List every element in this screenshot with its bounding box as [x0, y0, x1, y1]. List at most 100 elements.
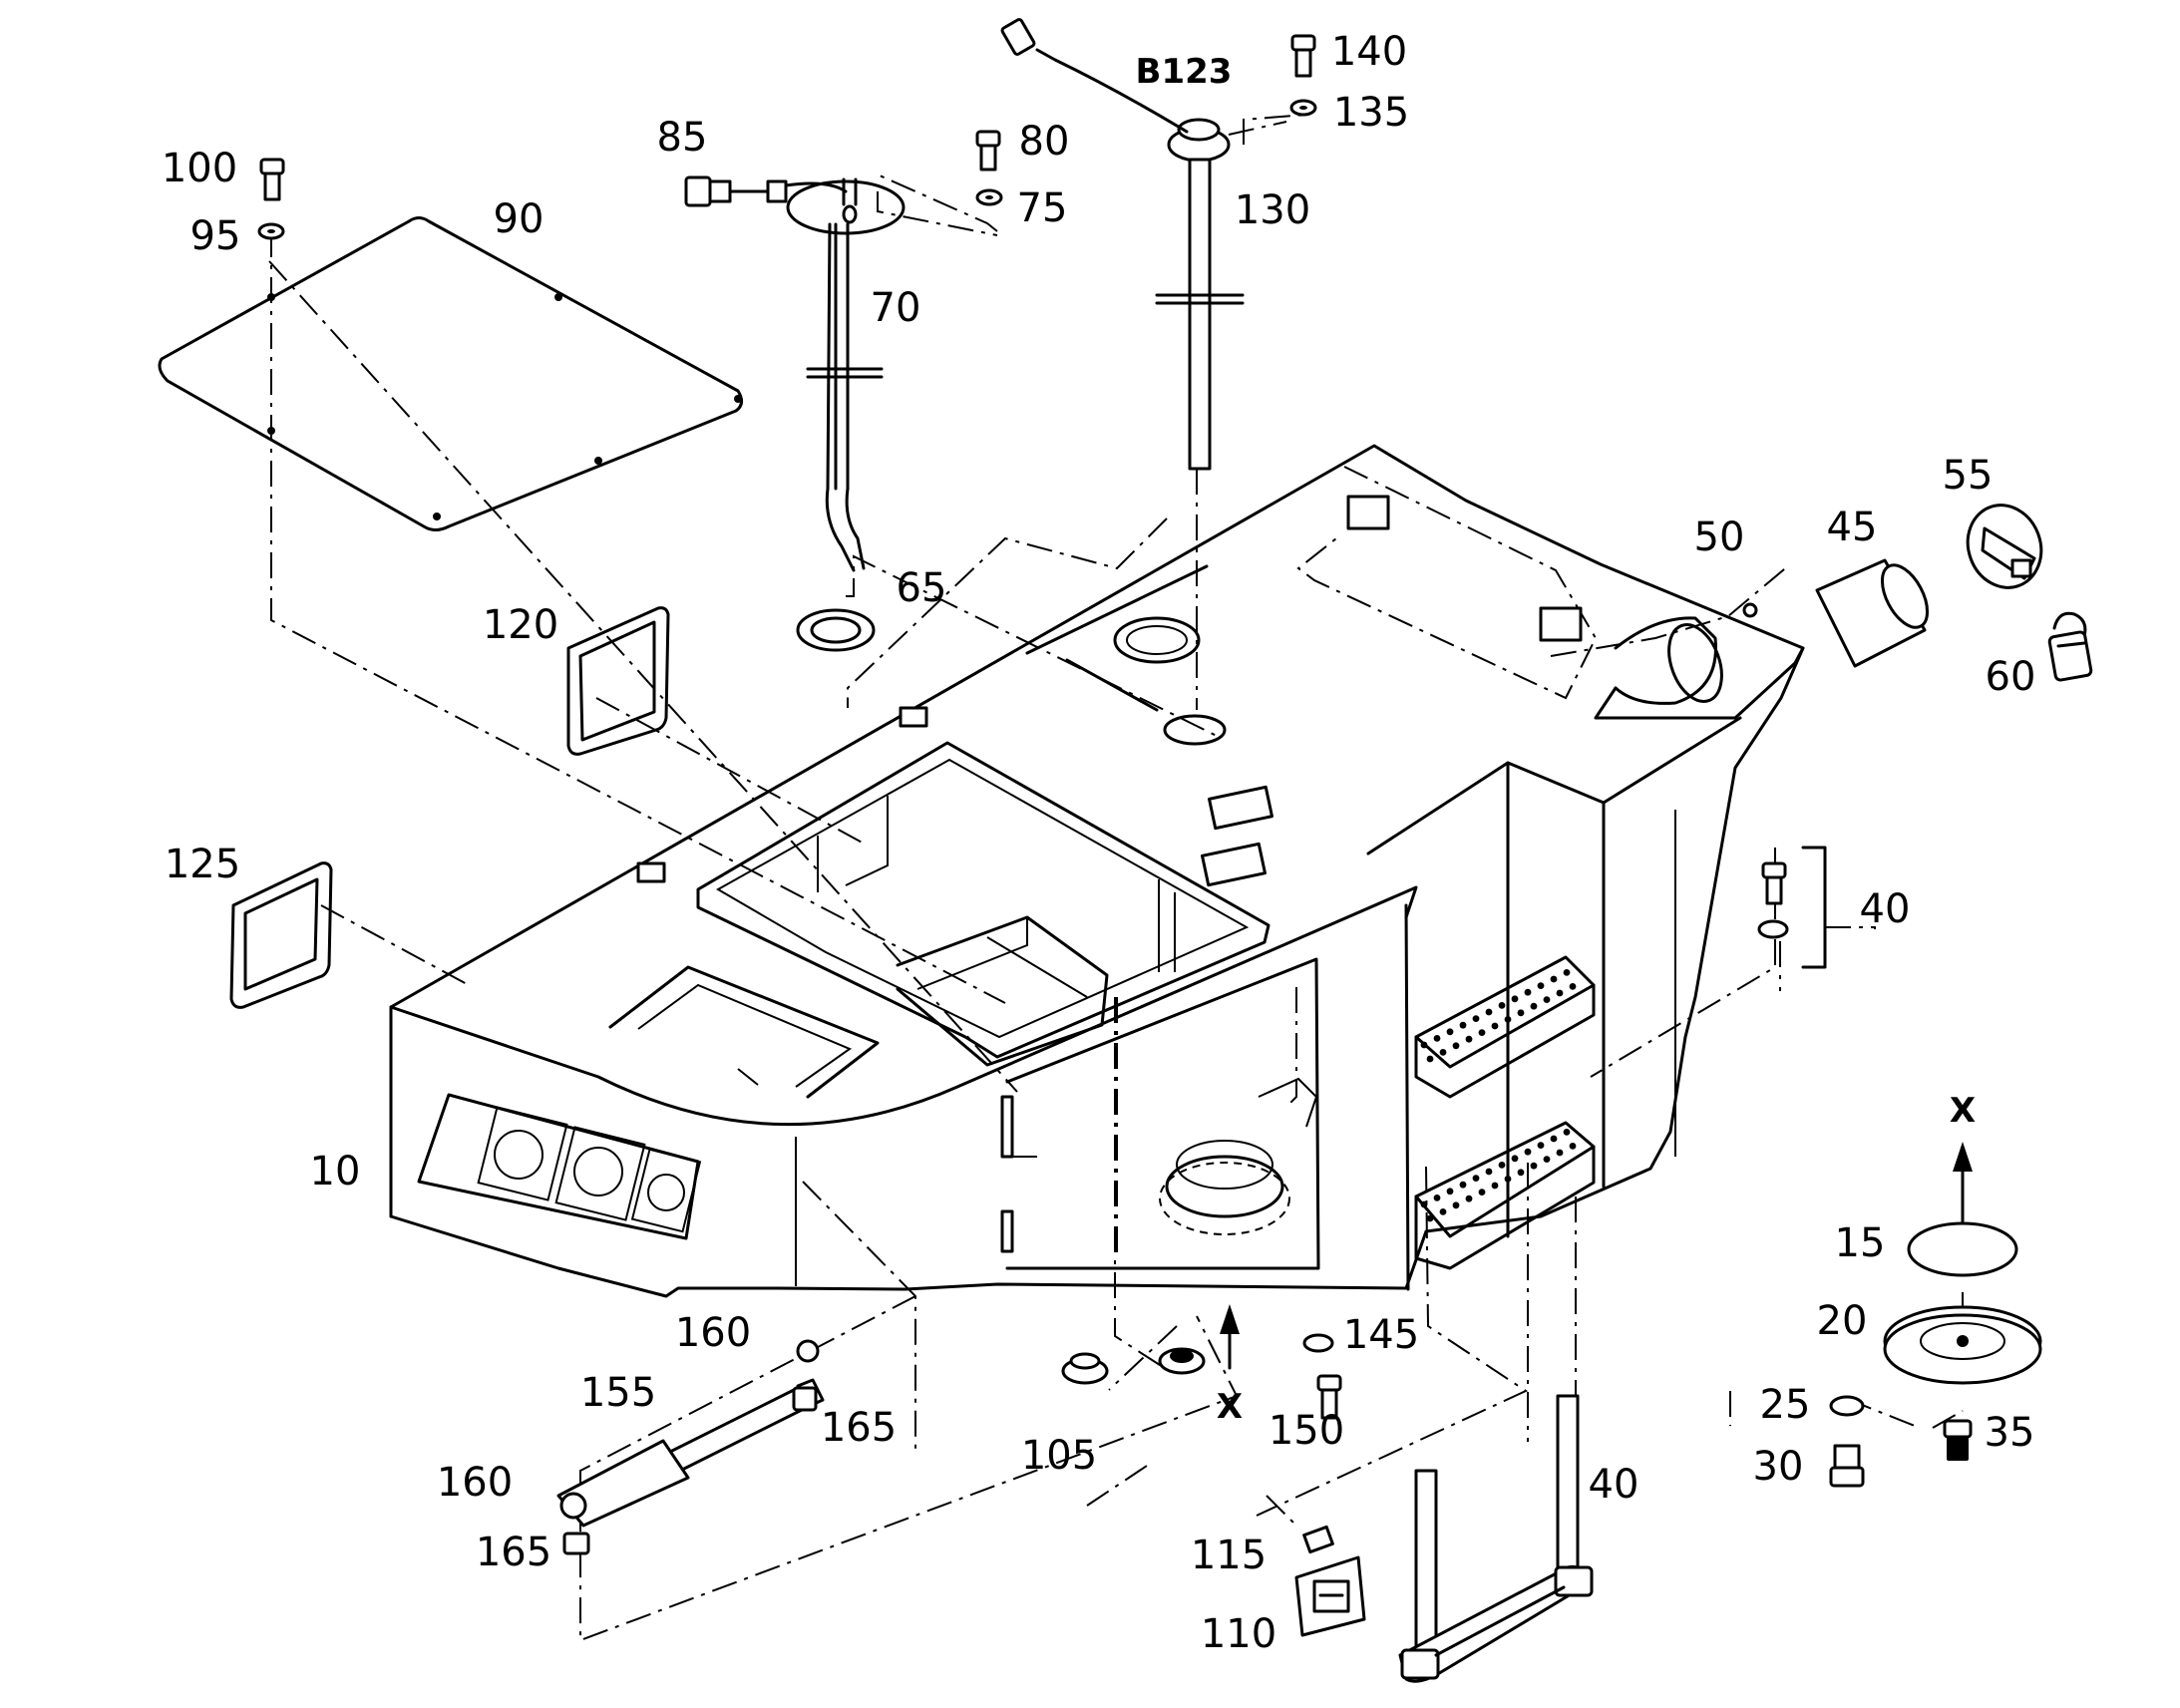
perforation-dot — [1524, 988, 1532, 996]
label-b123: B123 — [1136, 52, 1233, 92]
perforation-dot — [1550, 1135, 1558, 1143]
perforation-dot — [1426, 1055, 1434, 1063]
perforation-dot — [1517, 1009, 1525, 1017]
cap-55 — [1966, 504, 2043, 589]
label-135: 135 — [1333, 90, 1409, 136]
label-75: 75 — [1017, 185, 1068, 231]
o-ring-15 — [1907, 1221, 2018, 1277]
label-150: 150 — [1269, 1408, 1344, 1454]
eye-end-160 — [559, 1339, 820, 1520]
bolt-80 — [975, 130, 1001, 171]
perforation-dot — [1439, 1049, 1447, 1056]
perforation-dot — [1446, 1188, 1454, 1196]
label-110: 110 — [1201, 1611, 1276, 1657]
label-45: 45 — [1827, 505, 1878, 550]
perforation-dot — [1498, 1162, 1506, 1169]
perforation-dot — [1420, 1200, 1428, 1208]
washer-95 — [257, 222, 285, 240]
perforation-dot — [1472, 1175, 1480, 1182]
perforation-dot — [1452, 1201, 1460, 1209]
grommets-105 — [1061, 1347, 1206, 1385]
perforation-dot — [1569, 1143, 1577, 1150]
label-140: 140 — [1331, 29, 1407, 75]
perforation-dot — [1426, 1214, 1434, 1222]
bolt-40 — [1757, 846, 1827, 969]
strainer-45 — [1815, 558, 1930, 668]
label-10: 10 — [310, 1149, 361, 1195]
main-housing — [389, 444, 1805, 1298]
perforation-dot — [1530, 1002, 1538, 1010]
label-155: 155 — [580, 1370, 656, 1416]
bolt-140 — [1290, 34, 1316, 78]
perforation-dot — [1420, 1041, 1428, 1049]
pickup-tube-70 — [684, 175, 906, 572]
perforation-dot — [1530, 1162, 1538, 1170]
perforation-dot — [1537, 982, 1545, 989]
padlock-60 — [2047, 611, 2093, 682]
perforation-dot — [1433, 1195, 1441, 1201]
level-sender-130 — [1000, 18, 1245, 471]
step-ladder-40 — [1398, 1394, 1594, 1683]
plug-35 — [1943, 1419, 1973, 1461]
perforation-dot — [1543, 996, 1551, 1003]
perforation-dot — [1465, 1195, 1473, 1202]
perforation-dot — [1504, 1176, 1512, 1183]
step-perforations — [1420, 969, 1577, 1222]
perforation-dot — [1459, 1181, 1467, 1189]
perforation-dot — [1478, 1029, 1486, 1036]
label-165-bottom: 165 — [476, 1530, 551, 1575]
latch-110 — [1294, 1555, 1366, 1637]
perforation-dot — [1569, 983, 1577, 990]
nut-165 — [562, 1386, 818, 1555]
label-65: 65 — [897, 565, 947, 611]
perforation-dot — [1563, 969, 1571, 976]
perforation-dot — [1504, 1016, 1512, 1023]
part-labels: 10 15 20 25 30 35 40 40 45 50 55 60 65 7… — [162, 29, 2036, 1657]
washer-25 — [1829, 1395, 1865, 1417]
label-60: 60 — [1986, 654, 2036, 700]
perforation-dot — [1537, 1142, 1545, 1149]
perforation-dot — [1517, 1169, 1525, 1177]
label-80: 80 — [1019, 119, 1070, 165]
perforation-dot — [1556, 989, 1564, 997]
label-25: 25 — [1760, 1382, 1811, 1428]
perforation-dot — [1472, 1015, 1480, 1022]
perforation-dot — [1491, 1182, 1499, 1190]
bolt-150 — [1316, 1374, 1342, 1420]
label-40-bolt: 40 — [1860, 886, 1911, 932]
label-70: 70 — [871, 285, 921, 331]
label-55: 55 — [1943, 453, 1994, 499]
washer-145 — [1302, 1333, 1334, 1353]
perforation-dot — [1452, 1042, 1460, 1050]
washer-135 — [1289, 99, 1317, 117]
label-160-top: 160 — [675, 1310, 751, 1356]
perforation-dot — [1543, 1156, 1551, 1163]
bolt-100 — [259, 158, 285, 201]
label-35: 35 — [1985, 1410, 2035, 1456]
washer-75 — [975, 188, 1003, 206]
perforation-dot — [1498, 1002, 1506, 1009]
gasket-120 — [566, 606, 670, 756]
cover-plate-90 — [158, 216, 743, 531]
perforation-dot — [1439, 1208, 1447, 1215]
gasket-65 — [796, 608, 876, 652]
perforation-dot — [1478, 1189, 1486, 1196]
label-30: 30 — [1753, 1444, 1804, 1490]
x-arrow-right — [1953, 1142, 1973, 1223]
label-120: 120 — [483, 602, 558, 648]
label-20: 20 — [1817, 1298, 1868, 1344]
label-160-bottom: 160 — [437, 1460, 513, 1506]
label-145: 145 — [1343, 1312, 1419, 1358]
label-165-top: 165 — [821, 1405, 897, 1451]
perforation-dot — [1485, 1168, 1493, 1176]
perforation-dot — [1550, 975, 1558, 983]
gasket-125 — [229, 861, 333, 1009]
label-90: 90 — [494, 196, 545, 242]
flange-20 — [1883, 1305, 2042, 1385]
label-115: 115 — [1191, 1533, 1267, 1578]
label-130: 130 — [1235, 187, 1310, 233]
perforation-dot — [1563, 1129, 1571, 1136]
ball-50 — [1742, 602, 1758, 618]
assembly-lines — [268, 99, 1964, 1642]
